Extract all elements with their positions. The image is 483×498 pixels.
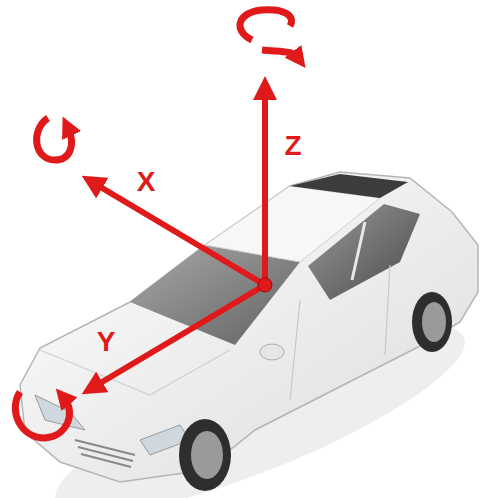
car-body	[20, 172, 478, 482]
window-pillar	[352, 222, 365, 280]
side-window	[308, 204, 420, 300]
grille	[75, 440, 135, 467]
wheel-rim	[191, 431, 223, 479]
x-axis	[92, 182, 265, 285]
axis-label: Y	[97, 328, 116, 356]
axis-label: X	[137, 168, 156, 196]
windshield	[130, 245, 300, 345]
origin-dot	[258, 278, 272, 292]
front-wheel	[179, 419, 231, 491]
rotation-arrow	[240, 10, 292, 40]
door-line	[290, 265, 390, 400]
rotation-arrow	[262, 50, 298, 58]
rear-window	[290, 174, 408, 198]
rear-wheel	[412, 292, 452, 352]
axis-label: Z	[284, 132, 301, 160]
y-axis	[92, 285, 265, 388]
rotation-arrow	[15, 392, 69, 438]
hood-line	[40, 350, 230, 395]
rotation-arrow	[37, 118, 72, 160]
wheel-rim	[422, 302, 446, 342]
z-axis	[262, 88, 268, 285]
headlight	[35, 395, 85, 430]
side-mirror	[260, 344, 284, 360]
